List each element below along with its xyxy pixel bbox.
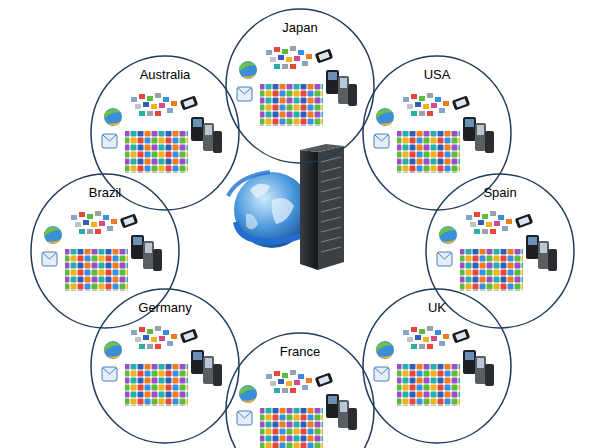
country-name: UK [362,288,512,316]
country-name: Japan [225,8,375,36]
country-name: Brazil [30,173,180,201]
country-circle: UK [362,288,512,444]
country-circle: Spain [425,173,575,329]
country-name: Germany [90,288,240,316]
country-circle: France [225,332,375,448]
country-name: USA [362,55,512,83]
country-name: Spain [425,173,575,201]
country-circle: Japan [225,8,375,164]
country-name: Australia [90,55,240,83]
country-name: France [225,332,375,360]
country-circle: Germany [90,288,240,444]
